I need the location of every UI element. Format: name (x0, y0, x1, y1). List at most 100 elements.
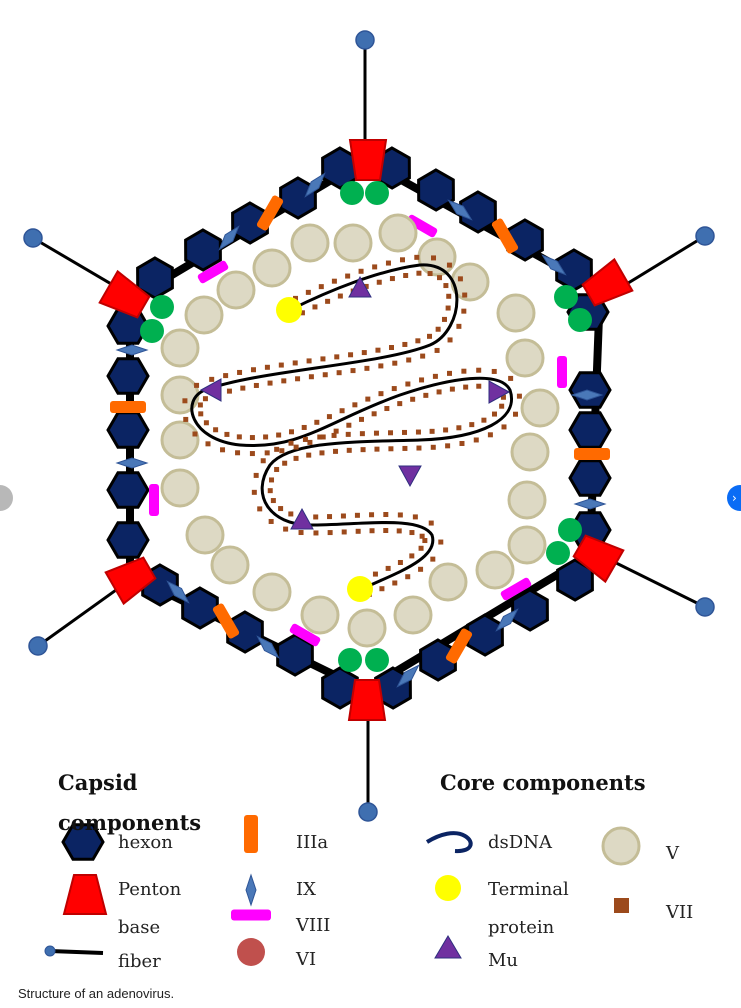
protein-VII-icon (250, 367, 256, 373)
protein-VII-icon (374, 446, 380, 452)
protein-VII-icon (339, 408, 345, 414)
protein-V-icon (520, 388, 560, 428)
protein-VII-icon (320, 434, 326, 440)
protein-VII-icon (348, 352, 354, 358)
hexon-icon (466, 613, 504, 657)
protein-VII-icon (385, 260, 391, 266)
protein-VII-icon (235, 450, 241, 456)
protein-VII-icon (429, 428, 435, 434)
IIIa-icon-shape (256, 195, 284, 231)
protein-VII-icon (443, 427, 449, 433)
Mu-icon (488, 380, 511, 404)
protein-VII-icon (278, 362, 284, 368)
protein-VII-icon (369, 512, 375, 518)
protein-VII-icon (327, 530, 333, 536)
protein-VII-icon (264, 450, 270, 456)
protein-VII-icon (371, 411, 377, 417)
green-protein-icon (365, 181, 389, 205)
protein-VII-icon (372, 571, 378, 577)
penton-base-icon (347, 679, 387, 721)
green-protein-icon (558, 518, 582, 542)
protein-VII-icon (428, 520, 434, 526)
penton-shape (581, 257, 634, 307)
protein-VII-icon (253, 472, 259, 478)
protein-VII-icon (333, 448, 339, 454)
green-protein-icon (568, 308, 592, 332)
protein-VII-icon (419, 533, 425, 539)
protein-V-icon (510, 432, 550, 472)
IX-shape (115, 457, 149, 469)
penton-shape (98, 269, 151, 319)
protein-VII-icon (388, 446, 394, 452)
hexon-icon (568, 411, 612, 449)
protein-VII-icon (333, 428, 339, 434)
IIIa-icon-shape (574, 448, 610, 460)
protein-VII-icon (405, 381, 411, 387)
protein-VII-icon (358, 416, 364, 422)
protein-VII-icon (443, 283, 449, 289)
protein-VII-icon (476, 383, 482, 389)
green-protein-icon (365, 648, 389, 672)
protein-VII-icon (402, 429, 408, 435)
green-protein-icon (554, 285, 578, 309)
IX-shape (447, 199, 473, 221)
protein-VII-icon (422, 538, 428, 544)
protein-VII-icon (481, 417, 487, 423)
hexon-icon (106, 471, 150, 509)
protein-VII-icon (383, 528, 389, 534)
protein-VII-icon (438, 539, 444, 545)
protein-VII-icon (445, 305, 451, 311)
hexon-icon (321, 666, 359, 710)
penton-base-icon (104, 556, 157, 606)
protein-VII-icon (299, 310, 305, 316)
protein-V-icon (300, 595, 340, 635)
IIIa-icon (574, 448, 610, 460)
protein-VII-icon (383, 512, 389, 518)
penton-base-icon (581, 257, 634, 307)
IIIa-icon-shape (212, 603, 240, 639)
protein-VII-icon (336, 370, 342, 376)
carousel-prev-button[interactable] (0, 485, 13, 511)
protein-VII-icon (302, 436, 308, 442)
protein-VII-icon (197, 402, 203, 408)
protein-VII-icon (388, 430, 394, 436)
IX-icon (447, 199, 473, 221)
protein-VII-icon (456, 323, 462, 329)
protein-VII-icon (446, 293, 452, 299)
protein-VII-icon (223, 373, 229, 379)
protein-VII-icon (354, 512, 360, 518)
IX-shape (245, 873, 257, 907)
protein-VII-icon (427, 271, 433, 277)
IX-icon (570, 389, 604, 401)
protein-VII-icon (276, 432, 282, 438)
carousel-next-button[interactable]: › (727, 485, 741, 511)
IX-shape (570, 389, 604, 401)
protein-V-icon (210, 545, 250, 585)
protein-V-icon (252, 248, 292, 288)
protein-VII-icon (267, 488, 273, 494)
fiber-knob-icon (28, 636, 48, 656)
protein-VII-icon (260, 458, 266, 464)
protein-VII-icon (283, 526, 289, 532)
protein-VII-icon (476, 367, 482, 373)
IX-icon (304, 172, 326, 198)
IX-icon (218, 225, 240, 251)
Mu-shape (398, 465, 422, 488)
protein-VII-icon (418, 566, 424, 572)
hexon-icon (184, 228, 222, 272)
protein-VII-icon (462, 292, 468, 298)
protein-VII-icon (410, 396, 416, 402)
hexon-icon (181, 586, 219, 630)
protein-VII-icon (224, 431, 230, 437)
protein-VII-icon (389, 276, 395, 282)
IX-icon (396, 664, 420, 688)
protein-VII-icon (281, 378, 287, 384)
protein-VII-icon (364, 365, 370, 371)
penton-base-icon (572, 534, 625, 584)
IIIa-icon (110, 401, 146, 413)
IX-shape (166, 580, 190, 604)
protein-VII-icon (209, 376, 215, 382)
protein-VII-icon (461, 308, 467, 314)
protein-VII-icon (414, 254, 420, 260)
